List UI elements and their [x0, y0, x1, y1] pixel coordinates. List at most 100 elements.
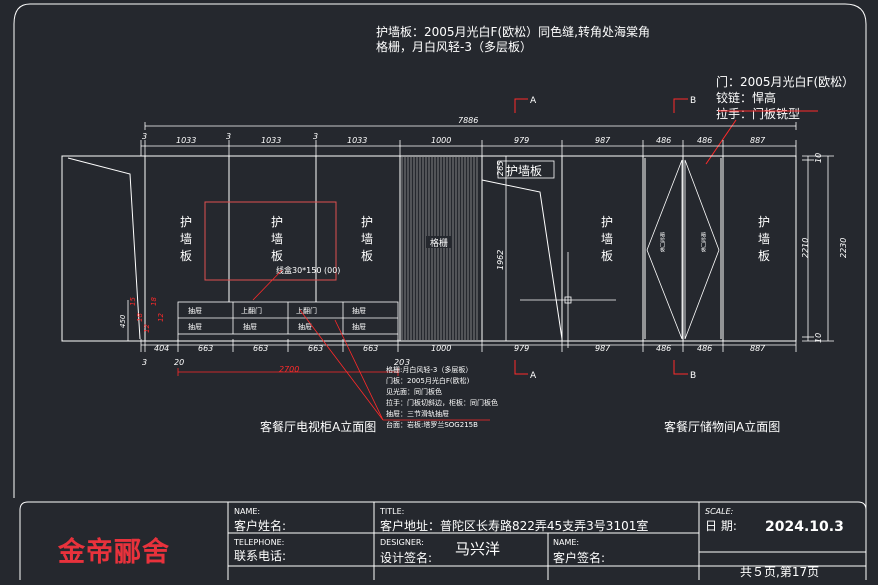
svg-text:护: 护 [601, 215, 613, 229]
svg-text:B: B [690, 371, 696, 381]
svg-text:979: 979 [514, 136, 529, 145]
svg-text:450: 450 [119, 314, 127, 328]
svg-text:3: 3 [142, 358, 147, 367]
svg-text:18: 18 [150, 297, 158, 306]
dim-left-labels: 450 15 18 12 18 12 [119, 297, 165, 333]
tv-box-note: 线盒30*150 (00) [276, 265, 340, 275]
note-panel-material: 护墙板：2005月光白F(欧松）同色缝,转角处海棠角 [376, 24, 650, 39]
svg-text:404: 404 [154, 344, 169, 353]
svg-text:887: 887 [750, 344, 766, 353]
svg-text:板: 板 [271, 249, 283, 263]
section-mark-a-top: A [514, 96, 537, 113]
svg-text:暗拉门板: 暗拉门板 [700, 231, 706, 253]
svg-text:护: 护 [361, 215, 373, 229]
svg-text:1033: 1033 [347, 136, 367, 145]
svg-text:2230: 2230 [839, 238, 848, 258]
svg-text:1000: 1000 [431, 136, 451, 145]
svg-text:墙: 墙 [361, 232, 373, 246]
drawer-6: 抽屉 [352, 322, 366, 331]
dim-right [802, 155, 834, 342]
svg-text:10: 10 [814, 333, 823, 343]
grille-label: 格栅 [430, 237, 448, 249]
design-sign-label: 设计签名: [380, 550, 432, 565]
svg-text:987: 987 [595, 136, 611, 145]
date-label: 日 期: [705, 519, 737, 533]
svg-text:3: 3 [405, 358, 410, 367]
dim-1962: 1962 [496, 250, 505, 270]
sheet-border-left [13, 3, 31, 498]
note-hinge: 铰链：悍高 [716, 90, 776, 105]
svg-text:护: 护 [271, 215, 283, 229]
dim-2700 [177, 368, 399, 376]
svg-text:486: 486 [697, 136, 712, 145]
title-label: TITLE: [379, 507, 404, 516]
dim-segments-bottom [140, 339, 797, 352]
svg-text:板: 板 [361, 249, 373, 263]
svg-text:护墙板: 护墙板 [506, 164, 542, 178]
svg-text:台面：岩板:塔罗兰SOG215B: 台面：岩板:塔罗兰SOG215B [386, 420, 478, 429]
spec-leader [299, 309, 490, 421]
svg-text:486: 486 [697, 344, 712, 353]
drawer-3: 抽屉 [188, 322, 202, 331]
svg-text:12: 12 [143, 324, 151, 333]
tv-outline [204, 201, 337, 281]
panel-label-2: 护墙板 [271, 215, 283, 263]
svg-text:墙: 墙 [758, 232, 770, 246]
svg-text:拉手：门板切斜边，柜板：同门板色: 拉手：门板切斜边，柜板：同门板色 [386, 398, 498, 407]
svg-text:板: 板 [758, 249, 770, 263]
svg-text:663: 663 [198, 344, 213, 353]
svg-text:板: 板 [601, 249, 613, 263]
svg-text:663: 663 [308, 344, 323, 353]
dim-top-labels: 3 3 3 1033 1033 1033 1000 979 987 486 48… [142, 132, 766, 145]
note-grille-material: 格栅，月白风轻-3（多层板） [376, 39, 532, 54]
panel-label-5: 护墙板 [758, 215, 770, 263]
svg-text:20: 20 [394, 358, 404, 367]
panel-label-1: 护墙板 [180, 215, 192, 263]
svg-text:1033: 1033 [176, 136, 196, 145]
title-block [19, 501, 867, 580]
date-value: 2024.10.3 [765, 519, 844, 535]
dim-segments-top [140, 140, 797, 156]
svg-text:暗拉门板: 暗拉门板 [659, 231, 665, 253]
elevation-outline [61, 155, 797, 342]
svg-text:墙: 墙 [271, 232, 283, 246]
panel-labels: 护墙板 护墙板 护墙板 护墙板 护墙板 [180, 215, 770, 263]
spec-notes: 格栅:月白风轻-3（多层板） 门板：2005月光白F(欧松) 见光面：同门板色 … [386, 365, 498, 429]
tv-cabinet-labels: 抽屉 上翻门 上翻门 抽屉 抽屉 抽屉 抽屉 抽屉 [188, 306, 366, 331]
svg-text:486: 486 [656, 136, 671, 145]
flap-1: 上翻门 [241, 306, 262, 315]
dim-265: 265 [496, 161, 505, 176]
svg-text:486: 486 [656, 344, 671, 353]
titleblock-values: 客户姓名: 联系电话: 客户地址：普陀区长寿路822弄45支弄3号3101室 设… [234, 518, 819, 579]
note-door: 门：2005月光白F(欧松） [716, 74, 854, 89]
flap-2: 上翻门 [296, 306, 317, 315]
note-handle: 拉手：门板铣型 [716, 106, 800, 121]
tel-cn-label: 联系电话: [234, 549, 286, 563]
svg-text:门板：2005月光白F(欧松): 门板：2005月光白F(欧松) [386, 376, 470, 385]
grille-slats [401, 157, 478, 340]
svg-text:12: 12 [157, 313, 165, 322]
svg-text:18: 18 [136, 313, 144, 322]
scale-label: SCALE: [705, 507, 734, 516]
customer-name-label: 客户姓名: [234, 518, 286, 533]
svg-text:15: 15 [129, 297, 137, 306]
designer-label: DESIGNER: [380, 538, 424, 547]
panel-label-3: 护墙板 [361, 215, 373, 263]
svg-text:格栅:月白风轻-3（多层板）: 格栅:月白风轻-3（多层板） [386, 365, 472, 374]
designer-name: 马兴洋 [455, 540, 500, 558]
svg-text:663: 663 [363, 344, 378, 353]
svg-text:3: 3 [313, 132, 318, 141]
drawer-1: 抽屉 [188, 306, 202, 315]
dim-7886: 7886 [458, 116, 478, 125]
svg-text:987: 987 [595, 344, 611, 353]
drawer-5: 抽屉 [298, 322, 312, 331]
customer-address: 客户地址：普陀区长寿路822弄45支弄3号3101室 [380, 518, 648, 533]
sheet-border [30, 3, 867, 580]
svg-text:A: A [530, 371, 537, 381]
door-labels: 暗拉门板 暗拉门板 [659, 231, 706, 253]
name2-label: NAME: [553, 538, 579, 547]
svg-text:护: 护 [758, 215, 770, 229]
svg-text:墙: 墙 [601, 232, 613, 246]
tv-cabinet [177, 301, 399, 341]
